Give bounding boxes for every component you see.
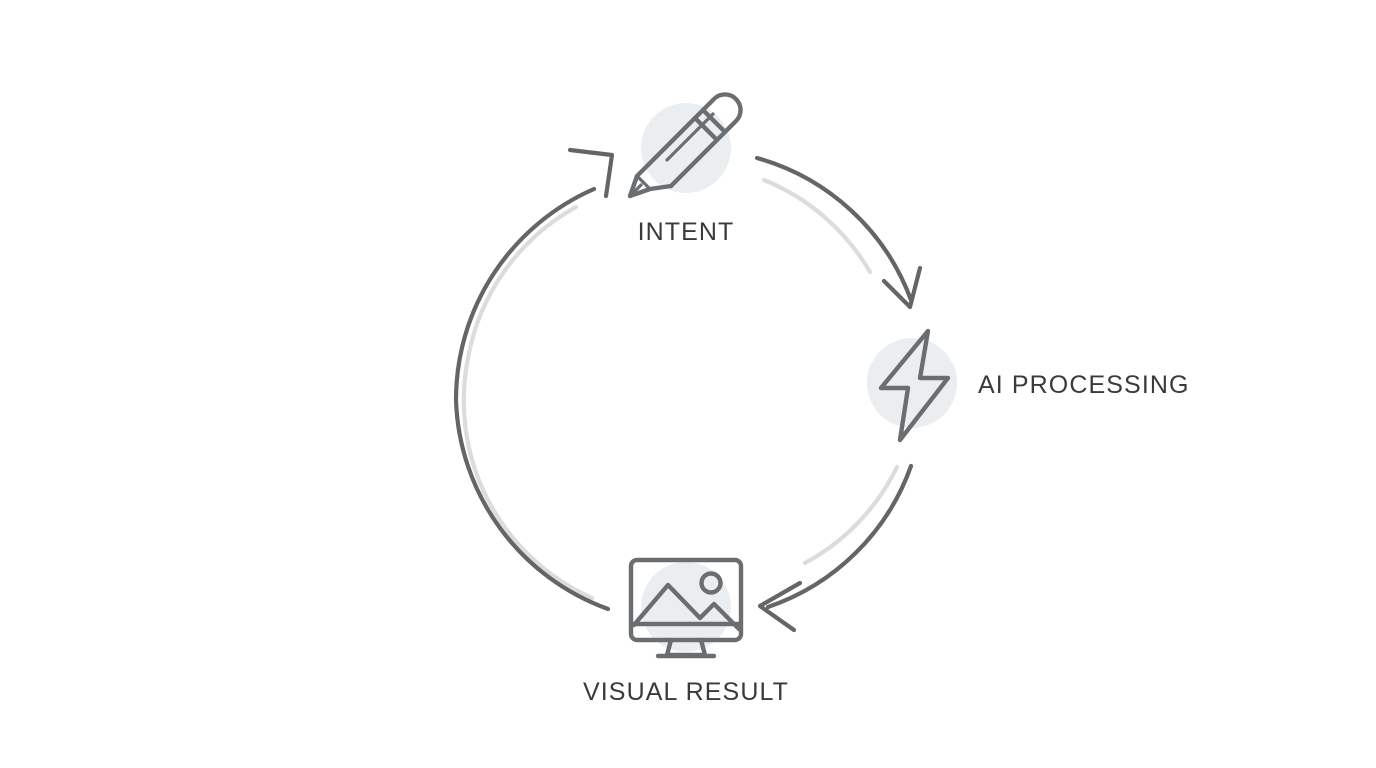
node-visual-result[interactable]: VISUAL RESULT (583, 557, 789, 706)
lightning-bolt-outline (878, 328, 951, 443)
ai-processing-label: AI PROCESSING (978, 371, 1190, 399)
connector-intent-to-ai-arc (754, 155, 914, 303)
node-intent[interactable]: INTENT (627, 92, 743, 246)
connector-visual-to-intent-arc (453, 186, 611, 612)
intent-badge-circle (641, 103, 731, 193)
pencil-icon (627, 92, 743, 199)
ai-processing-badge-circle (867, 338, 957, 428)
monitor-image-icon (628, 557, 744, 659)
connector-ai-to-visual-highlight (802, 464, 900, 566)
connector-intent-to-ai (754, 155, 923, 310)
intent-label: INTENT (638, 218, 735, 246)
monitor-picture (633, 571, 739, 634)
connector-intent-to-ai-arrowhead (881, 265, 923, 310)
lightning-bolt-icon (878, 328, 951, 443)
connector-ai-to-visual-arc (765, 463, 914, 610)
visual-result-label: VISUAL RESULT (583, 678, 789, 706)
connector-ai-to-visual-arrowhead (757, 580, 803, 633)
connector-visual-to-intent-highlight (461, 204, 595, 601)
node-ai-processing[interactable]: AI PROCESSING (867, 328, 1190, 443)
monitor-frame (628, 557, 744, 643)
connector-visual-to-intent-arrowhead (567, 147, 615, 199)
connector-visual-to-intent (453, 147, 615, 612)
connector-intent-to-ai-highlight (761, 177, 873, 275)
visual-result-badge-circle (641, 562, 731, 652)
connector-ai-to-visual (757, 463, 914, 633)
